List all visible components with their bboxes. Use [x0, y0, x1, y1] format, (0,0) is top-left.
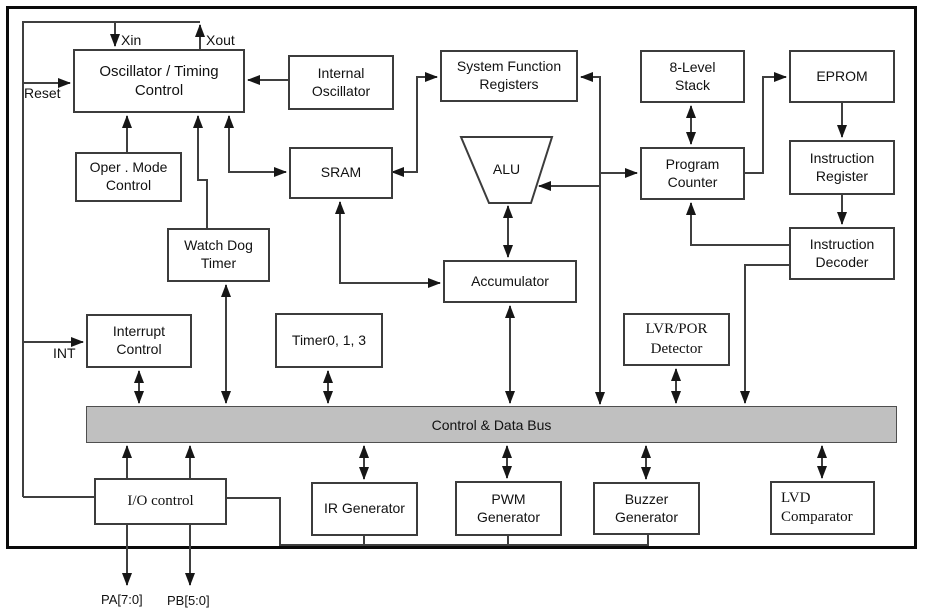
block-buzzer-generator: Buzzer Generator [593, 482, 700, 535]
block-lvd-comparator: LVD Comparator [770, 481, 875, 535]
wire-pc-eprom [745, 72, 787, 174]
block-instruction-decoder: Instruction Decoder [789, 227, 895, 280]
block-instruction-register: Instruction Register [789, 140, 895, 195]
block-accumulator: Accumulator [443, 260, 577, 303]
wire-osc-sram [224, 115, 287, 177]
pin-label-reset: Reset [24, 85, 61, 101]
block-oscillator-timing-control: Oscillator / Timing Control [73, 49, 245, 113]
wire-id-pc [686, 202, 789, 246]
block-system-function-registers: System Function Registers [440, 50, 578, 102]
wire-sram-sfr [391, 72, 438, 177]
block-alu-label: ALU [492, 161, 521, 178]
wire-left-rail [22, 21, 200, 497]
block-interrupt-control: Interrupt Control [86, 314, 192, 368]
wire-wdt-osc [193, 115, 208, 228]
block-lvr-por-detector: LVR/POR Detector [623, 313, 730, 366]
block-io-control: I/O control [94, 478, 227, 525]
block-timer-0-1-3: Timer0, 1, 3 [275, 313, 383, 368]
block-8-level-stack: 8-Level Stack [640, 50, 745, 103]
block-internal-oscillator: Internal Oscillator [288, 55, 394, 110]
wire-trunk-sfr [580, 72, 605, 405]
block-pwm-generator: PWM Generator [455, 481, 562, 536]
pin-label-pb: PB[5:0] [167, 593, 210, 608]
block-program-counter: Program Counter [640, 147, 745, 200]
block-eprom: EPROM [789, 50, 895, 103]
wire-id-bus [740, 264, 789, 404]
block-watch-dog-timer: Watch Dog Timer [167, 228, 270, 282]
block-ir-generator: IR Generator [311, 482, 418, 536]
block-oper-mode-control: Oper . Mode Control [75, 152, 182, 202]
alu-shape [459, 136, 554, 204]
wire-sram-accumulator [335, 201, 441, 288]
pin-label-pa: PA[7:0] [101, 592, 143, 607]
block-sram: SRAM [289, 147, 393, 199]
wire-io-rail [227, 497, 649, 546]
pin-label-int: INT [53, 345, 76, 361]
control-data-bus: Control & Data Bus [86, 406, 897, 443]
pin-label-xin: Xin [121, 32, 142, 48]
pin-label-xout: Xout [206, 32, 235, 48]
